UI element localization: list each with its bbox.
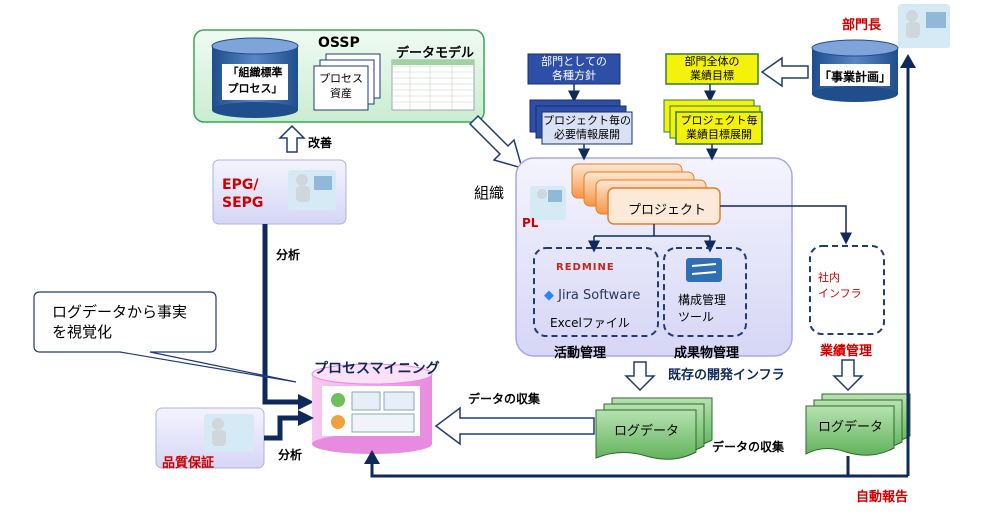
dept-goals-label: 部門全体の 業績目標 bbox=[684, 55, 740, 82]
process-mining-label: プロセスマイニング bbox=[314, 361, 440, 377]
callout-text: ログデータから事実 を視覚化 bbox=[52, 303, 188, 341]
business-plan-label: 「事業計画」 bbox=[818, 70, 891, 84]
log-data-1-label: ログデータ bbox=[614, 424, 680, 439]
project-goals-label: プロジェクト毎 業績目標展開 bbox=[680, 114, 758, 141]
collection-arrow-left bbox=[434, 406, 595, 446]
callout-bubble bbox=[33, 291, 297, 383]
org-label: 組織 bbox=[474, 184, 505, 202]
config-tool-label: 構成管理 ツール bbox=[678, 293, 727, 324]
dept-policy-label: 部門としての 各種方針 bbox=[541, 55, 607, 82]
project-info-label: プロジェクト毎の 必要情報展開 bbox=[543, 114, 631, 141]
epg-person-icon bbox=[288, 170, 336, 210]
perf-to-log-arrow bbox=[832, 359, 864, 392]
project-goals-stack bbox=[663, 99, 763, 145]
analysis-line-bottom bbox=[264, 415, 300, 441]
ossp-to-org-arrow bbox=[468, 114, 524, 170]
infra-to-log-arrow bbox=[624, 361, 656, 392]
project-stack bbox=[571, 163, 721, 225]
perf-mgmt-label: 業績管理 bbox=[820, 344, 873, 359]
data-model-table bbox=[391, 59, 475, 111]
analysis-top-label: 分析 bbox=[276, 248, 301, 262]
data-model-label: データモデル bbox=[396, 46, 475, 61]
org-process-cylinder bbox=[211, 37, 299, 118]
config-tool-icon bbox=[686, 258, 722, 282]
dept-head-label: 部門長 bbox=[842, 18, 882, 33]
data-collection-right-label: データの収集 bbox=[712, 440, 785, 454]
project-label: プロジェクト bbox=[628, 203, 707, 218]
auto-report-label: 自動報告 bbox=[856, 490, 909, 505]
dept-policy-box bbox=[527, 53, 621, 85]
excel-label: Excelファイル bbox=[550, 316, 630, 330]
improvement-label: 改善 bbox=[308, 136, 333, 150]
process-asset-docs bbox=[313, 53, 381, 111]
pl-person-icon bbox=[530, 186, 566, 220]
dept-goals-box bbox=[665, 53, 759, 85]
activity-mgmt-box bbox=[533, 247, 659, 337]
analysis-bottom-label: 分析 bbox=[278, 448, 303, 462]
improvement-arrow bbox=[278, 124, 306, 153]
business-plan-cylinder bbox=[811, 39, 899, 102]
activity-mgmt-label: 活動管理 bbox=[554, 346, 607, 361]
log-data-2-label: ログデータ bbox=[818, 420, 884, 435]
org-box bbox=[515, 157, 793, 357]
jira-label: Jira Software bbox=[558, 288, 641, 303]
plan-to-goals-arrow bbox=[760, 56, 809, 88]
qa-label: 品質保証 bbox=[162, 456, 215, 471]
redmine-logo: REDMINE bbox=[556, 262, 615, 273]
internal-infra-label: 社内 インフラ bbox=[818, 271, 862, 300]
log-data-2-docs bbox=[805, 393, 911, 456]
jira-logo: ◆ Jira Software bbox=[544, 288, 640, 303]
log-data-1-docs bbox=[595, 397, 713, 460]
existing-infra-label: 既存の開発インフラ bbox=[668, 368, 785, 383]
org-standard-process-label: 「組織標準 プロセス」 bbox=[227, 66, 283, 95]
dept-head-person-icon bbox=[898, 4, 950, 48]
auto-report-line bbox=[370, 456, 850, 478]
process-asset-label: プロセス 資産 bbox=[319, 72, 363, 100]
jira-diamond-icon: ◆ bbox=[544, 288, 554, 303]
internal-infra-box bbox=[809, 245, 885, 335]
process-mining-cylinder bbox=[311, 363, 433, 454]
ossp-title: OSSP bbox=[318, 35, 360, 51]
data-collection-left-label: データの収集 bbox=[468, 392, 541, 406]
deliverable-mgmt-label: 成果物管理 bbox=[674, 346, 740, 361]
project-info-stack bbox=[529, 99, 633, 145]
epg-label: EPG/ SEPG bbox=[222, 177, 264, 211]
pl-label: PL bbox=[522, 216, 539, 230]
analysis-line-top bbox=[262, 224, 300, 405]
qa-person-icon bbox=[204, 414, 254, 452]
